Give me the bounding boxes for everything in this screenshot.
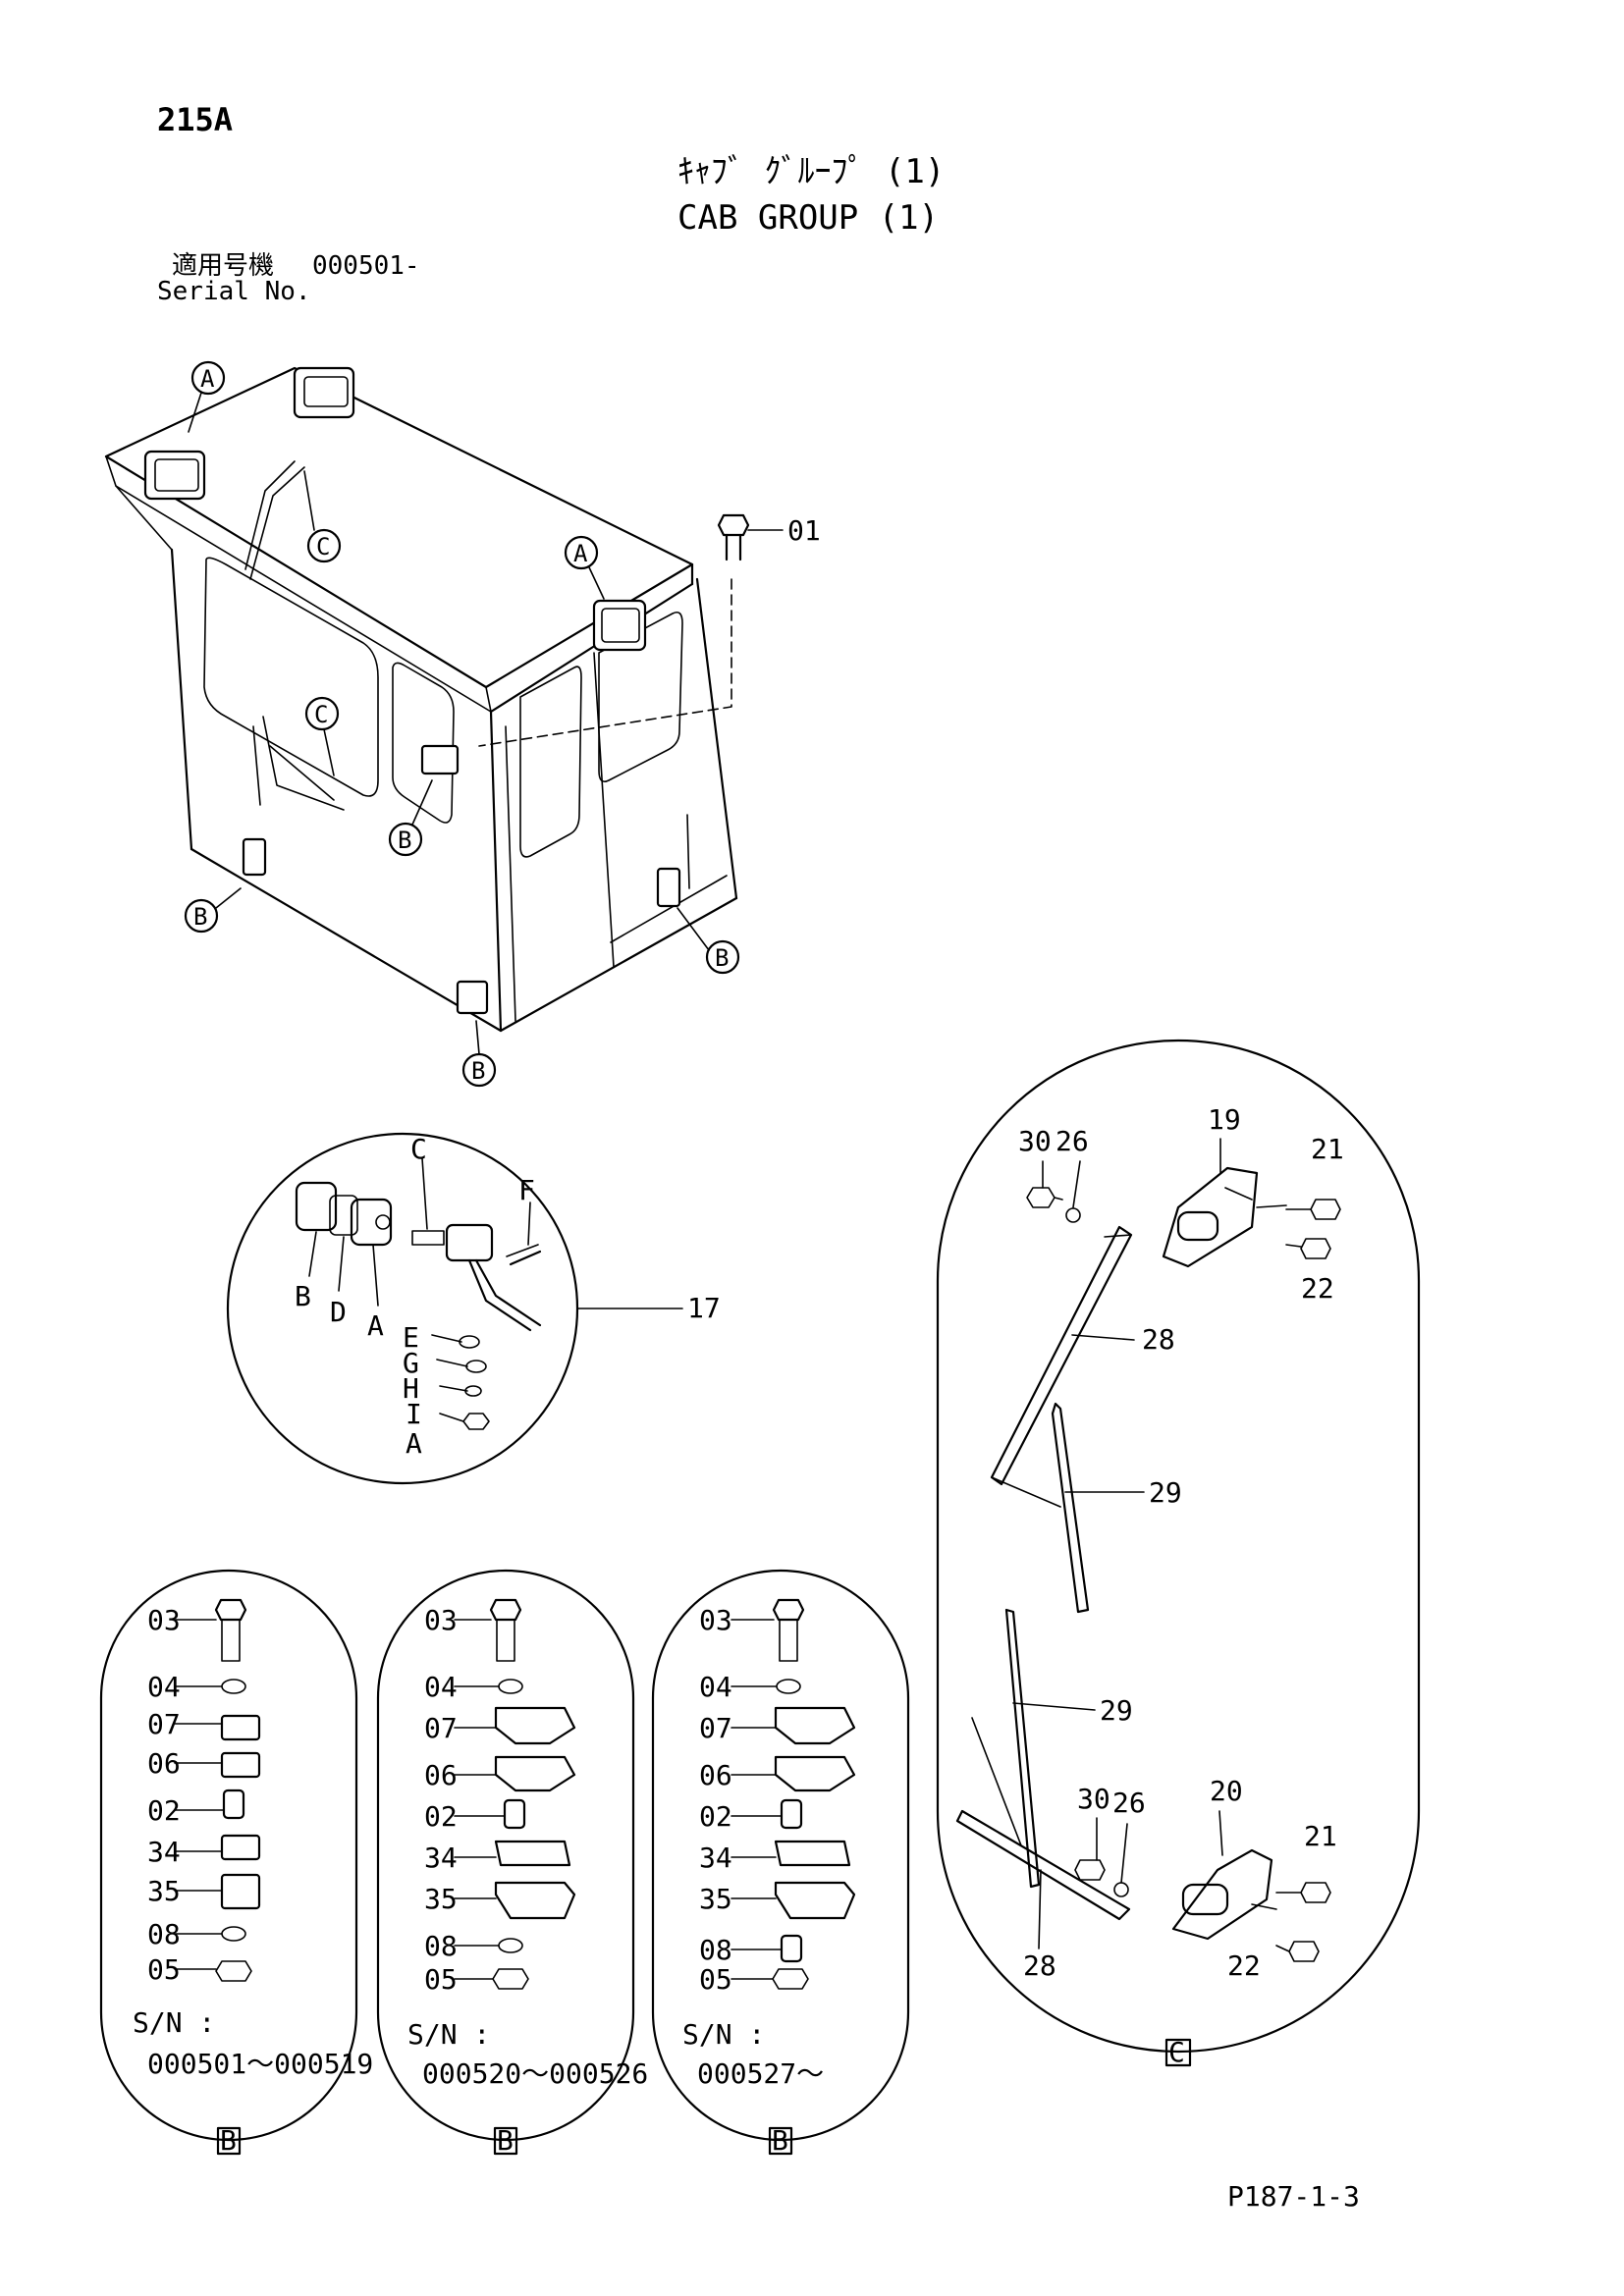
detail-b-1-ref: B — [220, 2124, 237, 2157]
cab-callout-b-1: B — [398, 827, 411, 854]
detail-b-3-part-06: 06 — [699, 1759, 732, 1791]
cab-callouts — [184, 360, 740, 1088]
detail-b-1 — [99, 1569, 358, 2142]
detail-17-letter-i: I — [406, 1398, 422, 1430]
detail-17-letter-a: A — [367, 1309, 384, 1342]
cab-callout-b-2: B — [193, 903, 207, 931]
detail-b-2-part-06: 06 — [424, 1759, 458, 1791]
detail-b-1-part-02: 02 — [147, 1794, 181, 1827]
detail-b-3 — [651, 1569, 910, 2142]
detail-17-part-no: 17 — [687, 1292, 721, 1324]
detail-b-3-part-05: 05 — [699, 1963, 732, 1996]
detail-b-1-part-06: 06 — [147, 1747, 181, 1780]
cab-callout-b-4: B — [471, 1057, 485, 1085]
detail-c-part-30-lower: 30 — [1077, 1783, 1110, 1815]
cab-callout-a-2: A — [573, 540, 588, 567]
detail-b-3-part-34: 34 — [699, 1842, 732, 1874]
serial-label-english: Serial No. — [157, 277, 311, 306]
detail-b-3-part-03: 03 — [699, 1604, 732, 1636]
title-english: CAB GROUP (1) — [677, 198, 940, 238]
part-01-label: 01 — [787, 514, 821, 547]
detail-b-2 — [376, 1569, 635, 2142]
detail-c-part-28-upper: 28 — [1142, 1323, 1175, 1356]
detail-b-2-part-07: 07 — [424, 1712, 458, 1744]
detail-c-part-21-upper: 21 — [1311, 1133, 1344, 1165]
detail-b-2-part-04: 04 — [424, 1671, 458, 1703]
detail-b-2-part-34: 34 — [424, 1842, 458, 1874]
detail-c-ref: C — [1168, 2036, 1185, 2068]
detail-b-1-part-07: 07 — [147, 1708, 181, 1740]
cab-callout-b-3: B — [715, 944, 729, 972]
cab-callout-c-2: C — [314, 701, 328, 728]
detail-17-lamp — [226, 1132, 683, 1485]
detail-b-1-sn-range: 000501～000519 — [147, 2048, 373, 2080]
detail-b-1-part-04: 04 — [147, 1671, 181, 1703]
detail-b-1-part-03: 03 — [147, 1604, 181, 1636]
detail-b-1-part-05: 05 — [147, 1953, 181, 1986]
detail-b-2-ref: B — [497, 2124, 514, 2157]
detail-c-part-29-upper: 29 — [1149, 1476, 1182, 1509]
detail-17-letter-h: H — [403, 1372, 419, 1405]
detail-c-part-20: 20 — [1210, 1775, 1243, 1807]
detail-b-3-ref: B — [772, 2124, 788, 2157]
serial-label-japanese: 適用号機 — [172, 251, 275, 281]
detail-b-3-part-07: 07 — [699, 1712, 732, 1744]
detail-17-letter-e: E — [403, 1321, 419, 1354]
page-reference: P187-1-3 — [1227, 2180, 1360, 2213]
detail-17-letter-c: C — [410, 1133, 427, 1165]
detail-b-3-part-35: 35 — [699, 1883, 732, 1915]
detail-b-1-part-34: 34 — [147, 1836, 181, 1868]
detail-c-wiper — [936, 1039, 1421, 2054]
cab-callout-c-1: C — [316, 533, 330, 561]
detail-b-1-part-08: 08 — [147, 1918, 181, 1950]
detail-b-3-part-04: 04 — [699, 1671, 732, 1703]
detail-c-part-26-upper: 26 — [1056, 1125, 1089, 1157]
serial-range: 000501- — [312, 251, 420, 281]
detail-b-2-part-03: 03 — [424, 1604, 458, 1636]
detail-c-part-22-upper: 22 — [1301, 1272, 1334, 1305]
page-code: 215A — [157, 101, 234, 138]
detail-17-letter-f: F — [518, 1174, 535, 1206]
detail-b-2-part-35: 35 — [424, 1883, 458, 1915]
detail-b-2-part-02: 02 — [424, 1800, 458, 1833]
detail-b-1-part-35: 35 — [147, 1875, 181, 1907]
detail-b-3-sn-range: 000527～ — [697, 2057, 824, 2090]
detail-b-3-sn-label: S/N : — [682, 2018, 765, 2051]
detail-c-part-28-lower: 28 — [1023, 1949, 1056, 1982]
detail-b-3-part-08: 08 — [699, 1934, 732, 1966]
detail-17-letter-d: D — [330, 1296, 347, 1328]
cab-callout-a-1: A — [200, 365, 215, 393]
detail-c-part-30-upper: 30 — [1018, 1125, 1052, 1157]
detail-c-part-26-lower: 26 — [1112, 1787, 1146, 1819]
detail-b-3-part-02: 02 — [699, 1800, 732, 1833]
detail-b-2-sn-range: 000520～000526 — [422, 2057, 648, 2090]
detail-c-part-22-lower: 22 — [1227, 1949, 1261, 1982]
detail-17-letter-a2: A — [406, 1427, 422, 1460]
detail-b-2-part-05: 05 — [424, 1963, 458, 1996]
detail-c-part-21-lower: 21 — [1304, 1820, 1337, 1852]
cab-outline — [104, 366, 784, 1033]
detail-b-1-sn-label: S/N : — [133, 2006, 215, 2039]
title-japanese: ｷｬﾌﾞ ｸﾞﾙｰﾌﾟ (1) — [677, 152, 946, 191]
detail-c-part-29-lower: 29 — [1100, 1694, 1133, 1727]
detail-b-2-sn-label: S/N : — [407, 2018, 490, 2051]
detail-c-part-19: 19 — [1208, 1103, 1241, 1136]
detail-b-2-part-08: 08 — [424, 1930, 458, 1962]
detail-17-letter-b: B — [295, 1280, 311, 1312]
detail-17-letter-g: G — [403, 1347, 419, 1379]
